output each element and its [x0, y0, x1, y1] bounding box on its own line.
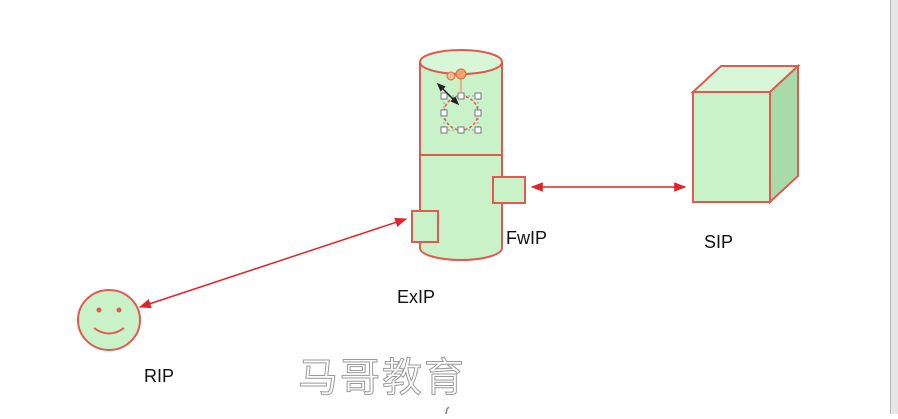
adjust-handle[interactable] [446, 71, 456, 81]
resize-handle[interactable] [474, 126, 482, 134]
cube-front [692, 91, 771, 203]
window-right-border [890, 0, 898, 414]
resize-handle[interactable] [440, 92, 448, 100]
smiley-icon[interactable] [77, 289, 141, 351]
smiley-left-eye [96, 307, 102, 313]
partial-glyph [445, 406, 450, 415]
server-cube[interactable] [690, 63, 801, 205]
resize-handle[interactable] [440, 126, 448, 134]
resize-handle[interactable] [440, 109, 448, 117]
selected-shape[interactable] [436, 68, 482, 134]
fwip-interface-box[interactable] [492, 176, 526, 204]
smiley-right-eye [116, 307, 122, 313]
watermark-text: 马哥教育 [298, 355, 466, 402]
rotate-handle[interactable] [455, 68, 467, 80]
exip-interface-box[interactable] [411, 210, 439, 243]
resize-handle[interactable] [457, 92, 465, 100]
resize-handle[interactable] [457, 126, 465, 134]
connector-rip-exip[interactable] [138, 217, 408, 309]
smiley-mouth [93, 327, 125, 335]
rip-label: RIP [144, 366, 175, 386]
exip-label: ExIP [397, 287, 436, 307]
resize-handle[interactable] [474, 109, 482, 117]
sip-label: SIP [704, 232, 734, 252]
resize-handle[interactable] [474, 92, 482, 100]
fwip-label: FwIP [506, 228, 548, 248]
smiley-face [77, 289, 141, 351]
resize-cursor-icon [436, 82, 460, 106]
